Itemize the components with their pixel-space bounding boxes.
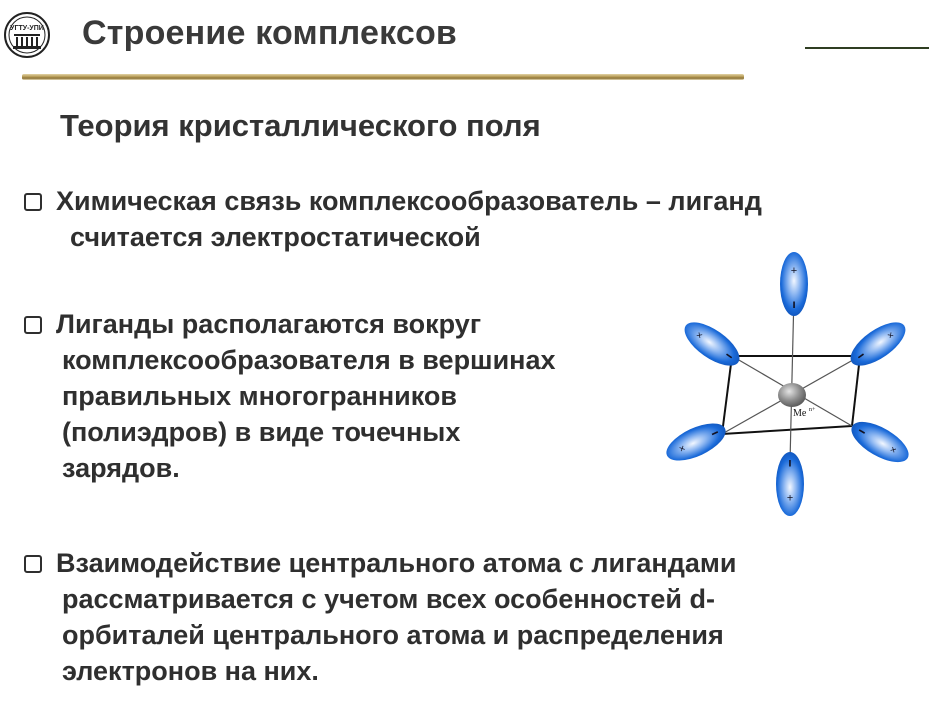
equatorial-plane bbox=[721, 355, 861, 435]
svg-text:ı: ı bbox=[788, 457, 791, 471]
ligand-upper-right: × ı bbox=[850, 322, 906, 366]
university-logo: УГТУ-УПИ bbox=[4, 12, 50, 58]
checkbox-bullet-icon bbox=[24, 555, 42, 573]
university-emblem-icon: УГТУ-УПИ bbox=[4, 12, 50, 58]
ligand-top: + ı bbox=[780, 252, 808, 316]
logo-text: УГТУ-УПИ bbox=[10, 25, 44, 32]
svg-text:+: + bbox=[791, 265, 797, 277]
ligand-bottom: + ı bbox=[776, 452, 804, 516]
central-atom-label: Me bbox=[793, 408, 807, 419]
octahedral-ligand-diagram: + ı × ı × ı × ı × ı + ı bbox=[652, 244, 922, 520]
checkbox-bullet-icon bbox=[24, 193, 42, 211]
svg-text:×: × bbox=[694, 330, 706, 341]
bullet-2-continuation: комплексообразователя в вершинах правиль… bbox=[62, 345, 556, 483]
slide-title: Строение комплексов bbox=[82, 14, 458, 52]
central-atom-charge: n+ bbox=[809, 407, 816, 413]
bullet-3-continuation: рассматривается с учетом всех особенност… bbox=[62, 584, 724, 686]
ligand-upper-left: × ı bbox=[684, 322, 740, 366]
svg-text:ı: ı bbox=[707, 429, 721, 438]
coordination-axes bbox=[721, 293, 861, 463]
svg-text:ı: ı bbox=[856, 427, 870, 437]
ligand-lower-right: × ı bbox=[851, 421, 909, 463]
bullet-1-continuation: считается электростатической bbox=[70, 222, 481, 252]
checkbox-bullet-icon bbox=[24, 316, 42, 334]
svg-text:ı: ı bbox=[722, 350, 735, 361]
svg-text:×: × bbox=[884, 330, 896, 341]
title-divider bbox=[22, 74, 744, 80]
central-atom: Me n+ bbox=[778, 383, 816, 419]
svg-text:+: + bbox=[787, 491, 793, 503]
bullet-1-first-line: Химическая связь комплексообразователь –… bbox=[56, 186, 762, 216]
svg-text:ı: ı bbox=[855, 350, 868, 361]
bullet-1: Химическая связь комплексообразователь –… bbox=[24, 183, 924, 255]
ligand-lower-left: × ı bbox=[666, 423, 726, 461]
title-rule bbox=[805, 47, 929, 49]
bullet-2: Лиганды располагаются вокруг комплексооб… bbox=[24, 306, 664, 486]
bullet-3-first-line: Взаимодействие центрального атома с лига… bbox=[56, 548, 737, 578]
bullet-2-first-line: Лиганды располагаются вокруг bbox=[56, 309, 482, 339]
svg-text:ı: ı bbox=[792, 297, 795, 311]
bullet-3: Взаимодействие центрального атома с лига… bbox=[24, 545, 904, 689]
slide-subtitle: Теория кристаллического поля bbox=[60, 108, 541, 143]
svg-text:×: × bbox=[886, 444, 899, 455]
svg-text:×: × bbox=[677, 443, 690, 453]
